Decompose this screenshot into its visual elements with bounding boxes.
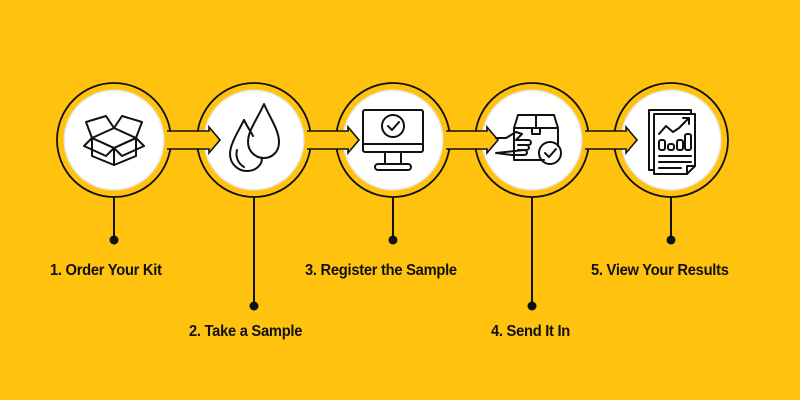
step-3-circle <box>335 82 451 198</box>
step-4-leader <box>527 197 537 311</box>
step-1-leader <box>109 197 119 245</box>
white-disc <box>344 91 442 189</box>
step-5-circle <box>613 82 729 198</box>
hand-package-check-icon <box>495 114 562 165</box>
connector-arrow-4-5 <box>585 124 639 156</box>
step-3-leader <box>388 197 398 245</box>
step-icons <box>83 103 696 175</box>
white-disc <box>205 91 303 189</box>
step-5-label: 5. View Your Results <box>591 262 729 279</box>
leader-dot <box>666 235 676 245</box>
connector-band <box>446 127 498 153</box>
white-disc <box>65 91 163 189</box>
step-1-circle <box>56 82 172 198</box>
report-chart-icon <box>648 109 696 175</box>
open-box-icon <box>83 115 145 166</box>
step-1-label: 1. Order Your Kit <box>50 262 162 279</box>
connector-outline <box>307 124 361 156</box>
leader-dot <box>527 301 537 311</box>
step-4-circle <box>474 82 590 198</box>
connectors <box>167 124 639 156</box>
connector-band <box>585 127 637 153</box>
leader-dot <box>388 235 398 245</box>
connector-arrow-1-2 <box>167 124 222 156</box>
connector-outline <box>585 124 639 156</box>
step-3-label: 3. Register the Sample <box>305 262 457 279</box>
connector-band <box>167 127 220 153</box>
white-disc <box>483 91 581 189</box>
step-circles <box>56 82 729 198</box>
connector-band <box>307 127 359 153</box>
step-2-label: 2. Take a Sample <box>189 323 303 340</box>
step-4-label: 4. Send It In <box>491 323 571 340</box>
leader-dot <box>249 301 259 311</box>
connector-outline <box>167 124 222 156</box>
water-drops-icon <box>229 103 280 172</box>
monitor-check-icon <box>362 109 424 171</box>
connector-arrow-2-3 <box>307 124 361 156</box>
leader-lines <box>109 197 676 311</box>
step-2-circle <box>196 82 312 198</box>
leader-dot <box>109 235 119 245</box>
connector-arrow-3-4 <box>446 124 500 156</box>
step-2-leader <box>249 197 259 311</box>
connector-outline <box>446 124 500 156</box>
step-5-leader <box>666 197 676 245</box>
